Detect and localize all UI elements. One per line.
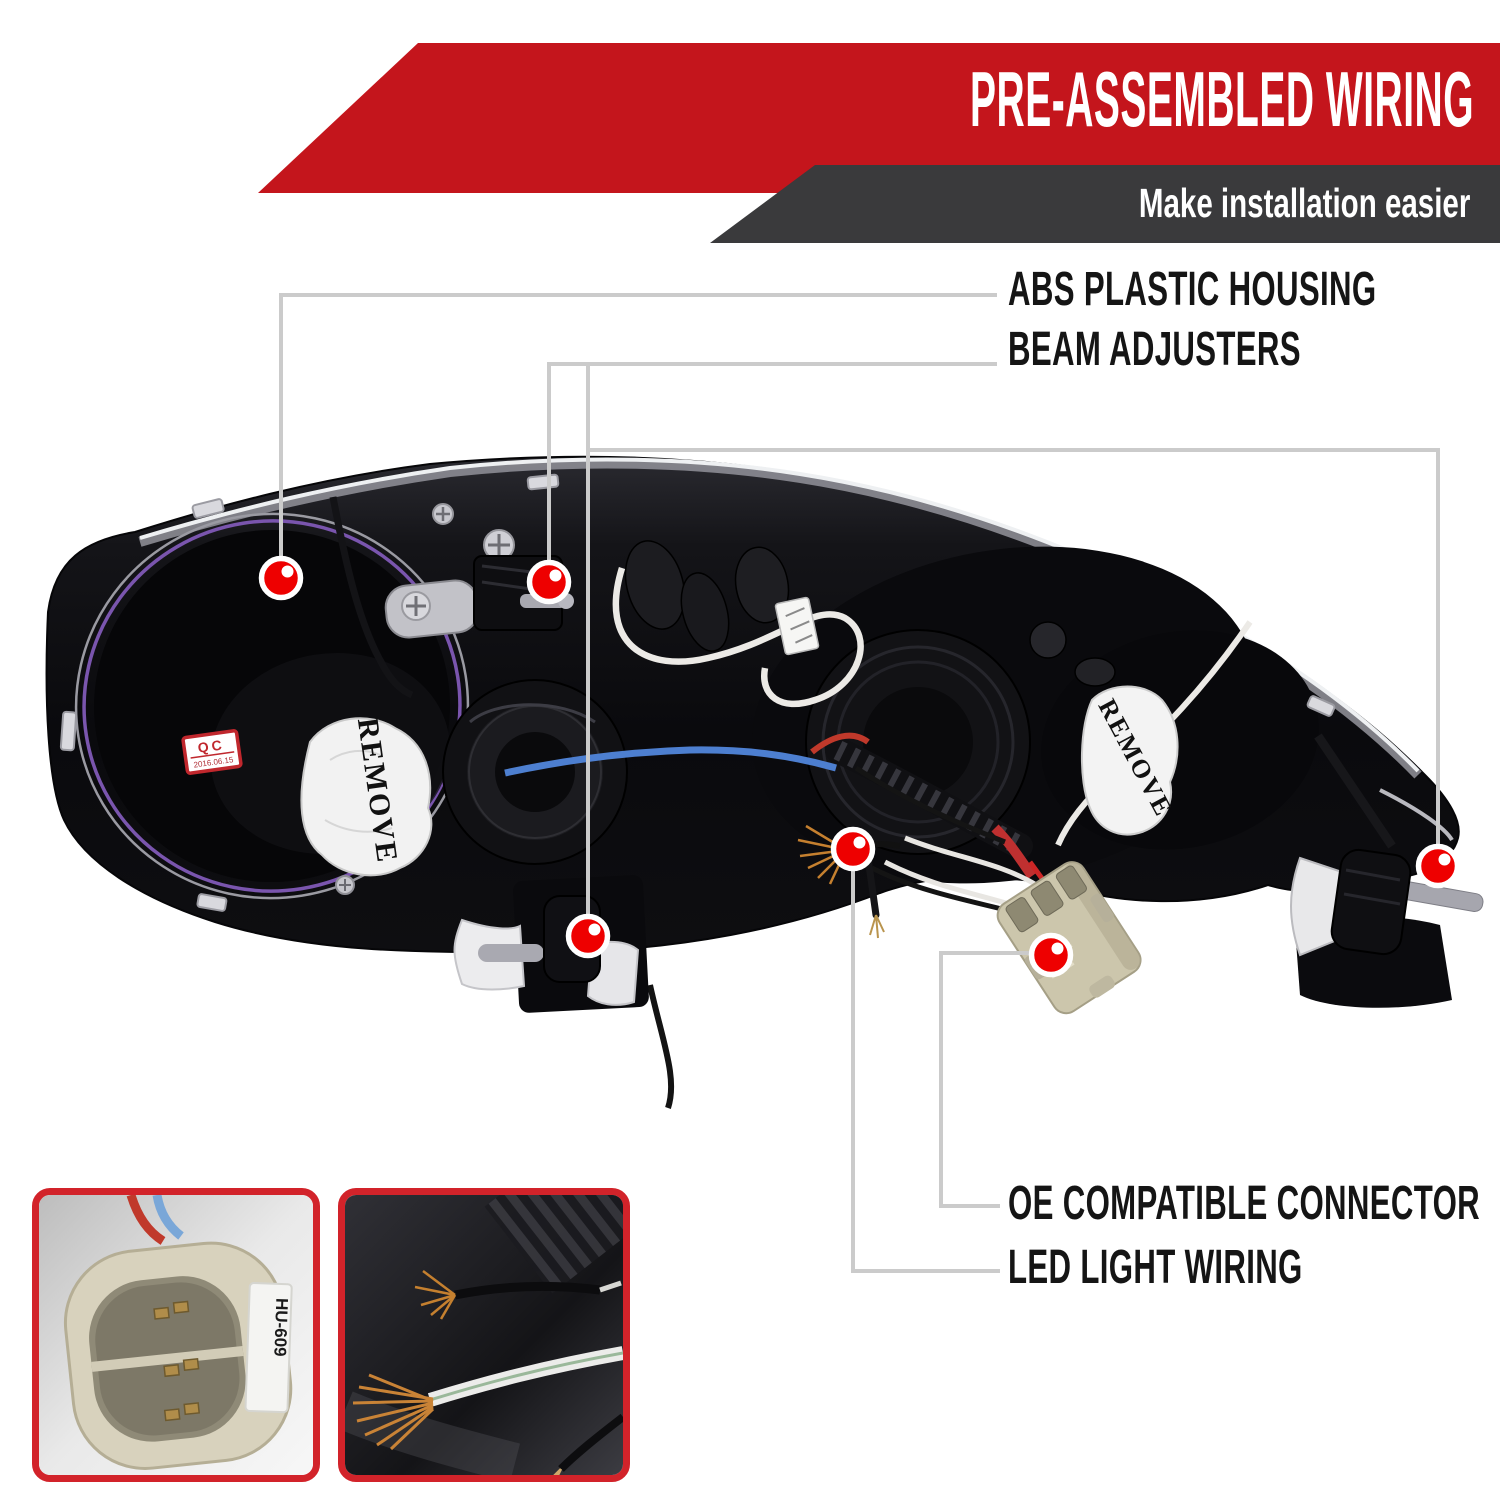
remove-cap-right: REMOVE <box>1080 685 1179 836</box>
svg-text:QC: QC <box>197 736 226 756</box>
banner-dark <box>710 165 1500 243</box>
inset-connector-photo: HU-609 <box>32 1188 320 1482</box>
banner-subtitle: Make installation easier <box>1138 180 1470 226</box>
callout-label-oe-connector: OE COMPATIBLE CONNECTOR <box>1008 1177 1481 1230</box>
corrugated-tube-bg <box>484 1195 623 1294</box>
right-beam-adjuster <box>1290 733 1484 1008</box>
svg-text:HU-609: HU-609 <box>270 1298 291 1357</box>
remove-cap-left: REMOVE <box>300 716 433 877</box>
callout-label-abs-plastic-housing: ABS PLASTIC HOUSING <box>1008 263 1377 316</box>
banner-title: PRE-ASSEMBLED WIRING <box>969 55 1474 143</box>
inset-wires-photo <box>338 1188 630 1482</box>
hanging-wire <box>647 984 675 1109</box>
bottom-screw <box>335 875 355 895</box>
left-projector-bowl <box>442 679 628 865</box>
callout-label-beam-adjusters: BEAM ADJUSTERS <box>1008 323 1301 376</box>
callout-label-led-wiring: LED LIGHT WIRING <box>1008 1241 1303 1294</box>
qc-sticker: QC 2016.06.15 <box>181 729 243 775</box>
